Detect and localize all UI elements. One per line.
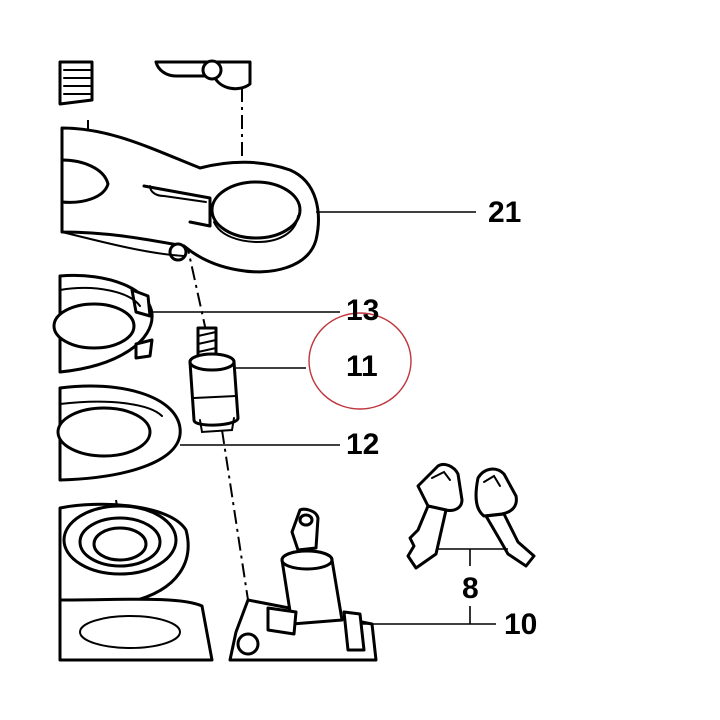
- key-left: [406, 462, 464, 570]
- ignition-switch-housing: [228, 507, 378, 662]
- key-right: [474, 467, 536, 568]
- callout-8: 8: [462, 572, 479, 605]
- threaded-pin: [188, 326, 240, 434]
- lower-triple-clamp: [58, 597, 214, 662]
- callout-11: 11: [346, 350, 378, 383]
- upper-triple-clamp: [60, 126, 320, 274]
- callout-13: 13: [346, 294, 379, 327]
- stem-top: [58, 59, 252, 106]
- callout-10: 10: [504, 608, 537, 641]
- washer-ring: [56, 384, 182, 482]
- callout-12: 12: [346, 428, 379, 461]
- highlight-ring: [308, 312, 412, 410]
- callout-21: 21: [488, 196, 521, 229]
- slotted-nut: [52, 273, 154, 374]
- axis-lower: [221, 429, 249, 601]
- axis-mid: [185, 239, 209, 341]
- bearing: [58, 502, 190, 611]
